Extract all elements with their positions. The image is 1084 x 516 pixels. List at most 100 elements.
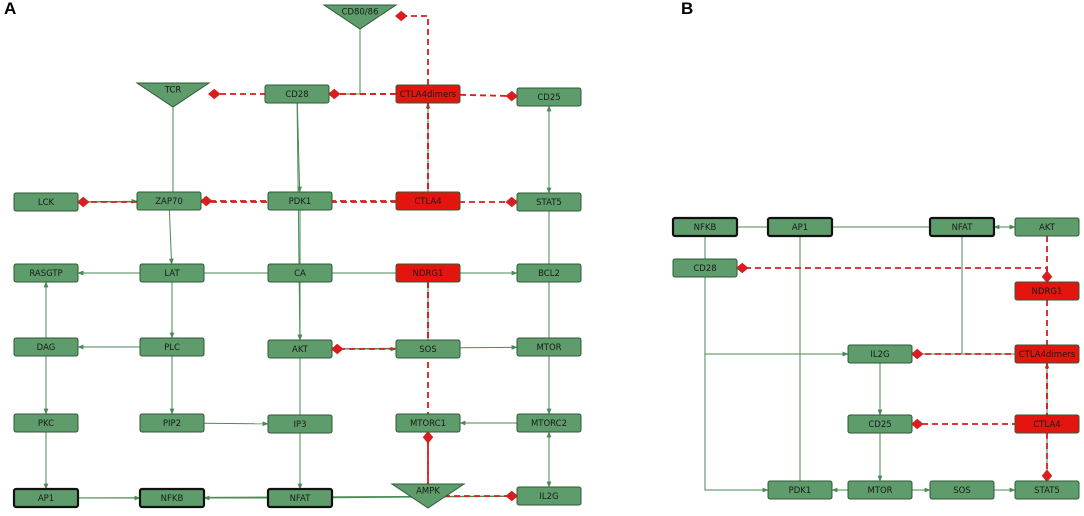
node-a-ndrg1[interactable]: NDRG1 (395, 263, 461, 283)
node-a-ampk[interactable]: AMPK (390, 483, 466, 509)
node-shape-b-pdk1 (767, 480, 833, 500)
node-a-mtorc2[interactable]: MTORC2 (516, 413, 582, 433)
node-b-mtor[interactable]: MTOR (847, 480, 913, 500)
node-label-a-plc: PLC (164, 343, 180, 353)
node-b-cd28[interactable]: CD28 (672, 258, 738, 278)
node-a-pkc[interactable]: PKC (13, 413, 79, 433)
edge-b-nfat-to-b-il2g (911, 236, 963, 357)
node-a-pdk1[interactable]: PDK1 (267, 191, 333, 211)
node-shape-b-nfat (928, 216, 996, 238)
node-shape-a-rasgtp (13, 263, 79, 283)
node-label-a-ndrg1: NDRG1 (413, 269, 444, 279)
node-a-cd28[interactable]: CD28 (264, 84, 330, 104)
edge-a-ctla4dimers-to-a-zap70 (199, 103, 429, 207)
edge-a-tcr-to-a-lck (77, 105, 174, 205)
node-shape-a-ampk (390, 483, 466, 509)
panel-letter-a: A (4, 0, 16, 18)
node-label-a-il2g: IL2G (539, 492, 558, 502)
node-label-a-lck: LCK (38, 198, 55, 208)
node-a-ctla4[interactable]: CTLA4 (395, 191, 461, 211)
edge-a-ctla4dimers-to-a-cd80-86 (394, 10, 429, 85)
node-a-rasgtp[interactable]: RASGTP (13, 263, 79, 283)
node-a-mtorc1[interactable]: MTORC1 (395, 413, 461, 433)
node-a-plc[interactable]: PLC (139, 337, 205, 357)
node-b-stat5[interactable]: STAT5 (1014, 480, 1080, 500)
node-a-zap70[interactable]: ZAP70 (136, 191, 202, 211)
node-label-a-rasgtp: RASGTP (29, 269, 62, 279)
node-a-mtor[interactable]: MTOR (516, 337, 582, 357)
edge-a-zap70-to-a-lat (168, 209, 174, 265)
node-shape-b-nfkb (671, 216, 739, 238)
node-shape-a-mtor (516, 337, 582, 357)
node-label-a-mtor: MTOR (536, 343, 561, 353)
node-b-ctla4[interactable]: CTLA4 (1014, 414, 1080, 434)
panel-letter-b: B (681, 0, 693, 18)
node-label-b-stat5: STAT5 (1034, 486, 1060, 496)
node-b-akt[interactable]: AKT (1014, 217, 1080, 237)
node-shape-b-mtor (847, 480, 913, 500)
node-a-lat[interactable]: LAT (139, 263, 205, 283)
node-a-dag[interactable]: DAG (13, 337, 79, 357)
node-label-a-ctla4dimers: CTLA4dimers (400, 90, 457, 100)
node-a-nfat[interactable]: NFAT (266, 487, 334, 509)
node-a-ctla4dimers[interactable]: CTLA4dimers (395, 84, 461, 104)
node-label-a-cd28: CD28 (285, 90, 308, 100)
node-a-pip2[interactable]: PIP2 (139, 413, 205, 433)
node-label-b-ndrg1: NDRG1 (1032, 287, 1063, 297)
node-label-a-bcl2: BCL2 (538, 269, 560, 279)
node-shape-a-dag (13, 337, 79, 357)
node-b-il2g[interactable]: IL2G (847, 344, 913, 364)
node-b-nfkb[interactable]: NFKB (671, 216, 739, 238)
node-label-a-akt: AKT (292, 345, 309, 355)
node-shape-b-sos (929, 480, 995, 500)
node-a-ip3[interactable]: IP3 (267, 414, 333, 434)
node-label-a-tcr: TCR (164, 86, 182, 96)
node-a-cd80-86[interactable]: CD80/86 (322, 4, 398, 30)
node-shape-b-cd25 (847, 414, 913, 434)
node-shape-b-il2g (847, 344, 913, 364)
node-b-sos[interactable]: SOS (929, 480, 995, 500)
node-a-stat5[interactable]: STAT5 (516, 192, 582, 212)
edge-b-cd28-to-b-pdk1 (704, 277, 769, 493)
node-a-lck[interactable]: LCK (13, 192, 79, 212)
node-label-b-akt: AKT (1039, 223, 1056, 233)
node-a-akt[interactable]: AKT (267, 339, 333, 359)
node-a-ca[interactable]: CA (267, 263, 333, 283)
node-a-sos[interactable]: SOS (395, 339, 461, 359)
node-shape-b-ndrg1 (1014, 281, 1080, 301)
node-label-b-ap1: AP1 (792, 223, 808, 233)
node-shape-a-ctla4 (395, 191, 461, 211)
node-label-a-pip2: PIP2 (163, 419, 181, 429)
node-a-ap1[interactable]: AP1 (12, 487, 80, 509)
node-shape-b-ctla4 (1014, 414, 1080, 434)
node-b-cd25[interactable]: CD25 (847, 414, 913, 434)
node-label-a-nfkb: NFKB (161, 494, 184, 504)
node-b-ctla4dimers[interactable]: CTLA4dimers (1014, 344, 1080, 364)
node-b-pdk1[interactable]: PDK1 (767, 480, 833, 500)
node-label-b-pdk1: PDK1 (789, 486, 812, 496)
node-label-a-ip3: IP3 (293, 420, 306, 430)
node-b-nfat[interactable]: NFAT (928, 216, 996, 238)
node-b-ndrg1[interactable]: NDRG1 (1014, 281, 1080, 301)
node-shape-b-cd28 (672, 258, 738, 278)
edge-a-mtor-to-a-mtorc1 (459, 356, 550, 426)
edge-a-sos-to-a-rasgtp (77, 270, 429, 340)
node-a-tcr[interactable]: TCR (135, 82, 211, 108)
node-b-ap1[interactable]: AP1 (766, 216, 834, 238)
node-a-nfkb[interactable]: NFKB (138, 487, 206, 509)
node-shape-a-nfkb (138, 487, 206, 509)
node-shape-a-pip2 (139, 413, 205, 433)
node-a-bcl2[interactable]: BCL2 (516, 263, 582, 283)
edge-a-tcr-to-a-zap70 (172, 105, 202, 204)
node-a-cd25[interactable]: CD25 (516, 87, 582, 107)
node-label-a-sos: SOS (419, 345, 436, 355)
node-shape-a-il2g (516, 486, 582, 506)
edge-a-ndrg1-to-a-akt (330, 282, 429, 355)
node-shape-a-sos (395, 339, 461, 359)
edge-b-ap1-to-b-il2g (799, 236, 849, 357)
node-label-b-cd25: CD25 (868, 420, 891, 430)
node-a-il2g[interactable]: IL2G (516, 486, 582, 506)
node-label-a-mtorc1: MTORC1 (410, 419, 446, 429)
